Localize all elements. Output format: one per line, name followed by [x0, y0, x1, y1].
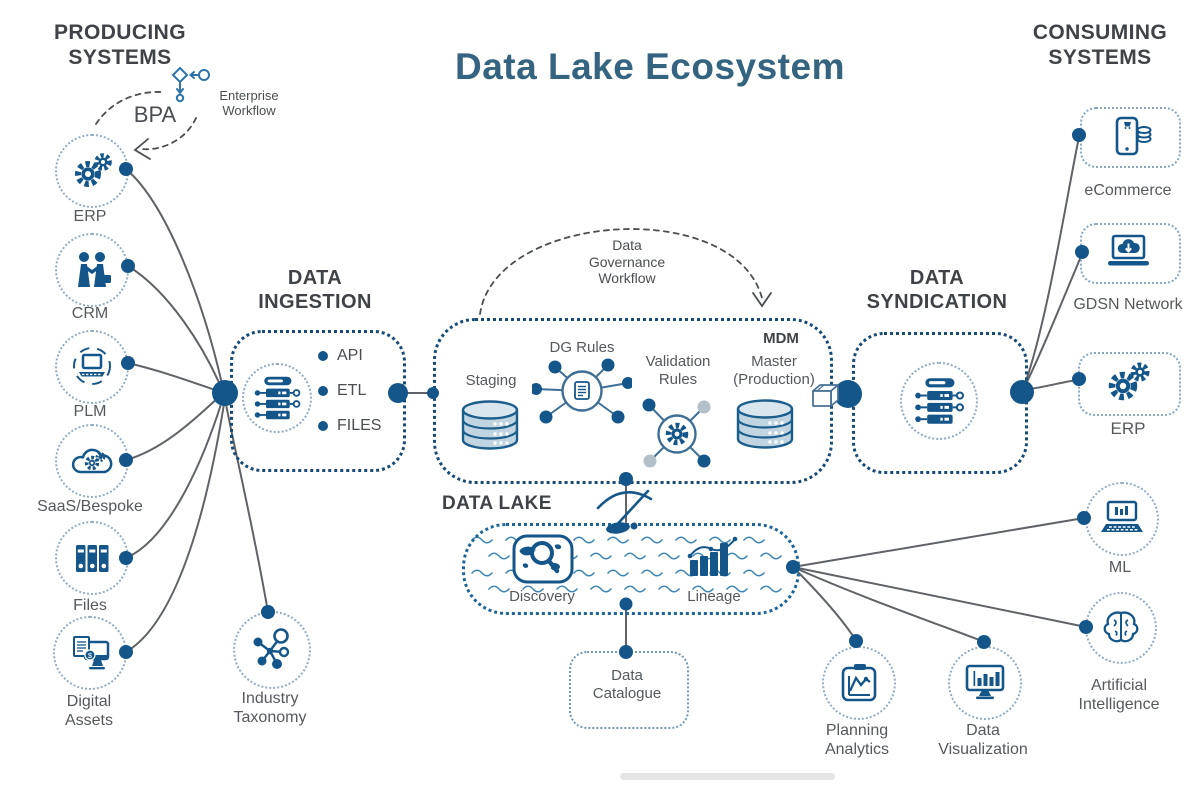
files-label: Files — [73, 597, 107, 614]
laptop-cloud-icon — [1107, 234, 1149, 265]
gears-icon — [75, 153, 112, 187]
enterprise-workflow-icon — [168, 62, 216, 110]
svg-text:$: $ — [88, 651, 93, 660]
erp-consuming-label: ERP — [1110, 419, 1146, 438]
molecule-icon — [253, 628, 290, 669]
validation-rules-hub-node — [637, 394, 717, 474]
producing-node-plm — [55, 330, 129, 404]
lineage-label: Lineage — [687, 588, 741, 605]
lineage-node — [687, 534, 741, 578]
database-icon — [461, 400, 519, 450]
saas-bespoke-label: SaaS/Bespoke — [37, 498, 143, 515]
discovery-label: Discovery — [509, 588, 575, 605]
gdsn-network-label: GDSN Network — [1073, 296, 1183, 313]
data-catalogue-label: Data Catalogue — [592, 667, 662, 702]
mdm-label: MDM — [763, 330, 799, 347]
gdsn-node — [1080, 223, 1177, 280]
ecommerce-label: eCommerce — [1084, 182, 1172, 199]
producing-node-digital-assets: $ — [53, 616, 127, 690]
dg-rules-hub-icon — [532, 358, 632, 424]
validation-gear-hub-icon — [642, 398, 711, 468]
digital-assets-label: Digital Assets — [64, 693, 113, 729]
bullet-dot-icon — [318, 421, 328, 431]
discovery-map-search-icon — [512, 534, 574, 584]
data-ingestion-heading: DATA INGESTION — [258, 267, 372, 313]
producing-node-files — [55, 521, 129, 595]
ingestion-bullet-etl: ETL — [318, 382, 366, 400]
cloud-gear-icon — [71, 448, 113, 474]
ml-label: ML — [1108, 559, 1132, 576]
data-lake-heading: DATA LAKE — [442, 493, 552, 514]
producing-node-saas — [55, 424, 129, 498]
dg-rules-hub-node — [532, 351, 632, 431]
database-icon — [736, 399, 794, 449]
server-icon — [254, 376, 301, 420]
page-title: Data Lake Ecosystem — [455, 46, 845, 87]
master-production-label: Master (Production) — [733, 353, 815, 388]
staging-label: Staging — [465, 372, 517, 389]
lineage-chart-icon — [687, 536, 738, 576]
enterprise-workflow-label: Enterprise Workflow — [219, 88, 279, 119]
syndication-server-node — [900, 362, 978, 440]
plm-label: PLM — [73, 403, 107, 420]
validation-rules-label: Validation Rules — [645, 353, 711, 388]
industry-taxonomy-node — [233, 611, 311, 689]
monitor-bar-chart-icon — [965, 664, 1005, 700]
discovery-node — [511, 533, 575, 585]
planning-analytics-node — [822, 646, 896, 720]
bpa-label: BPA — [133, 102, 177, 127]
consuming-systems-heading: CONSUMING SYSTEMS — [1032, 21, 1168, 70]
industry-taxonomy-label: Industry Taxonomy — [233, 690, 307, 726]
ecommerce-node — [1080, 107, 1177, 164]
gears-icon — [1108, 362, 1149, 401]
crm-label: CRM — [71, 305, 109, 322]
data-visualization-node — [948, 646, 1022, 720]
producing-node-crm — [55, 233, 129, 307]
ingestion-bullet-files: FILES — [318, 417, 381, 435]
laptop-data-icon — [1101, 500, 1143, 532]
phone-coins-icon — [1115, 116, 1151, 155]
people-handshake-icon — [78, 252, 111, 287]
data-governance-workflow-label: Data Governance Workflow — [588, 237, 666, 287]
planning-analytics-label: Planning Analytics — [824, 722, 890, 758]
artificial-intelligence-label: Artificial Intelligence — [1078, 677, 1160, 713]
artificial-intelligence-node — [1085, 592, 1157, 664]
ml-node — [1085, 482, 1159, 556]
server-icon — [915, 378, 964, 424]
data-visualization-label: Data Visualization — [938, 722, 1028, 758]
ingestion-server-node — [242, 363, 312, 433]
erp-consuming-node — [1078, 352, 1177, 412]
monitor-document-icon: $ — [73, 636, 110, 670]
bullet-dot-icon — [318, 351, 328, 361]
producing-node-erp — [55, 134, 129, 208]
master-database-node — [732, 397, 798, 453]
staging-database-node — [457, 398, 523, 454]
data-syndication-heading: DATA SYNDICATION — [866, 267, 1008, 313]
clipboard-chart-icon — [841, 664, 877, 702]
dg-rules-label: DG Rules — [549, 339, 615, 356]
erp-label: ERP — [73, 208, 107, 225]
ingestion-bullet-api: API — [318, 347, 363, 365]
binders-icon — [76, 545, 109, 572]
laptop-sync-icon — [73, 347, 111, 385]
producing-systems-heading: PRODUCING SYSTEMS — [54, 21, 186, 70]
governance-arrowhead-icon — [752, 292, 772, 308]
brain-icon — [1103, 611, 1139, 643]
screenshot-edge-smudge — [620, 773, 835, 780]
bpa-arrowhead-icon — [133, 138, 151, 160]
bullet-dot-icon — [318, 386, 328, 396]
